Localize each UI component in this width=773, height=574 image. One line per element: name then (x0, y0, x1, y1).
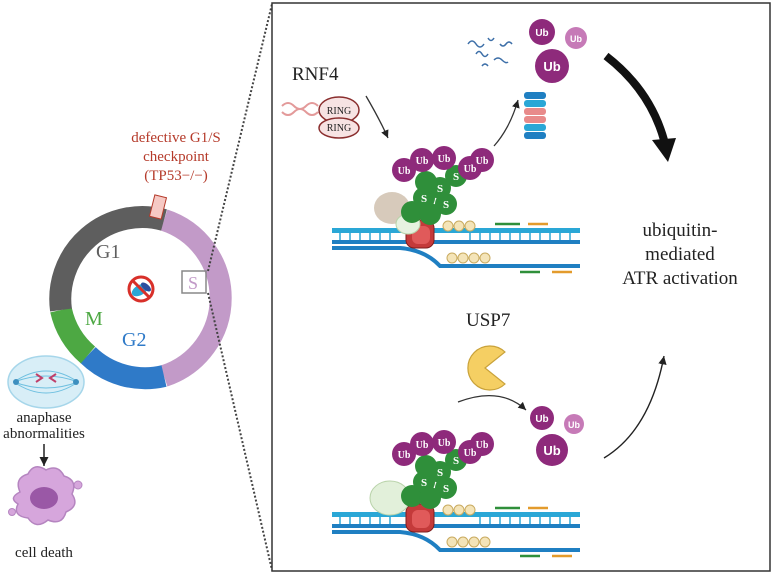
cell-cycle-ring: G1 M G2 S (49, 194, 232, 390)
checkpoint-line-3: (TP53−/−) (144, 168, 208, 184)
ub-lower-3: Ub (464, 448, 477, 459)
lower-sumo-ub-cluster: S S S S Ub Ub Ub Ub Ub (392, 430, 494, 509)
sumo-s-3: S (453, 171, 459, 183)
checkpoint-line-1: defective G1/S (131, 130, 221, 146)
big-arrow-head (652, 138, 676, 162)
sumo-s-5: S (421, 477, 427, 489)
ub-lower-1: Ub (398, 450, 411, 461)
checkpoint-label: defective G1/S checkpoint (TP53−/−) (131, 130, 221, 184)
free-ub-5: Ub (568, 420, 580, 430)
cell-death-label: cell death (15, 545, 73, 561)
result-line-2: mediated (645, 244, 715, 265)
ub-upper-3: Ub (464, 164, 477, 175)
free-ub-1: Ub (535, 28, 548, 39)
zoom-line-top (207, 3, 273, 272)
ub-to-atr-big-arrow (603, 52, 668, 142)
to-proteasome-arrow (493, 99, 520, 147)
rnf4-label: RNF4 (292, 64, 339, 85)
free-ub-upper: Ub Ub Ub (529, 19, 587, 83)
phase-label-m: M (85, 308, 103, 330)
s-phase-box (181, 270, 207, 294)
ub-lower-4: Ub (476, 440, 489, 451)
upper-sumo-ub-cluster: S S S S Ub Ub Ub Ub Ub (392, 146, 494, 225)
sumo-s-1: S (421, 193, 427, 205)
dying-cell-icon (8, 466, 83, 526)
sumo-s-8: S (443, 483, 449, 495)
lower-replication-fork (332, 480, 580, 558)
sumo-s-2: S (437, 183, 443, 195)
inhibited-centrosome-icon (127, 275, 155, 303)
checkpoint-line-2: checkpoint (143, 149, 210, 165)
anaphase-label-line-1: anaphase (17, 410, 72, 426)
rnf4-ring-icon: RING RING (281, 96, 360, 139)
phase-label-g2: G2 (122, 329, 146, 351)
g1-phase-arc (49, 206, 167, 312)
ub-upper-4: Ub (476, 156, 489, 167)
free-ub-4: Ub (535, 414, 548, 425)
upper-replication-fork (332, 192, 580, 274)
anaphase-label-line-2: abnormalities (3, 426, 85, 442)
usp7-label: USP7 (466, 310, 510, 331)
ub-upper-2: Ub (438, 154, 451, 165)
free-ub-3: Ub (543, 59, 560, 74)
ub-upper-5: Ub (416, 156, 429, 167)
lower-to-atr-arrow (603, 355, 667, 459)
ub-upper-1: Ub (398, 166, 411, 177)
free-ub-2: Ub (570, 34, 582, 44)
sumo-s-7: S (453, 455, 459, 467)
sumo-s-6: S (437, 467, 443, 479)
g2-phase-arc (80, 346, 167, 390)
result-line-1: ubiquitin- (643, 220, 718, 241)
checkpoint-marker (148, 194, 168, 220)
phase-label-g1: G1 (96, 241, 120, 263)
phase-label-s: S (188, 273, 198, 293)
rnf4-arrow (365, 95, 389, 139)
zoom-line-bottom (207, 292, 273, 571)
result-line-3: ATR activation (622, 268, 738, 289)
s-phase-arc (160, 209, 232, 387)
degraded-peptides-icon (467, 37, 513, 67)
free-ub-lower: Ub Ub Ub (530, 406, 584, 466)
proteasome-icon (524, 92, 546, 139)
usp7-arrow (457, 395, 527, 411)
ub-lower-2: Ub (438, 438, 451, 449)
ring-label-1: RING (327, 106, 351, 117)
usp7-pacman-icon (467, 345, 506, 391)
free-ub-6: Ub (543, 443, 560, 458)
anaphase-cell-icon (7, 355, 85, 409)
ub-lower-5: Ub (416, 440, 429, 451)
sumo-s-4: S (443, 199, 449, 211)
ring-label-2: RING (327, 123, 351, 134)
m-phase-arc (50, 307, 96, 364)
detail-panel (271, 2, 771, 572)
